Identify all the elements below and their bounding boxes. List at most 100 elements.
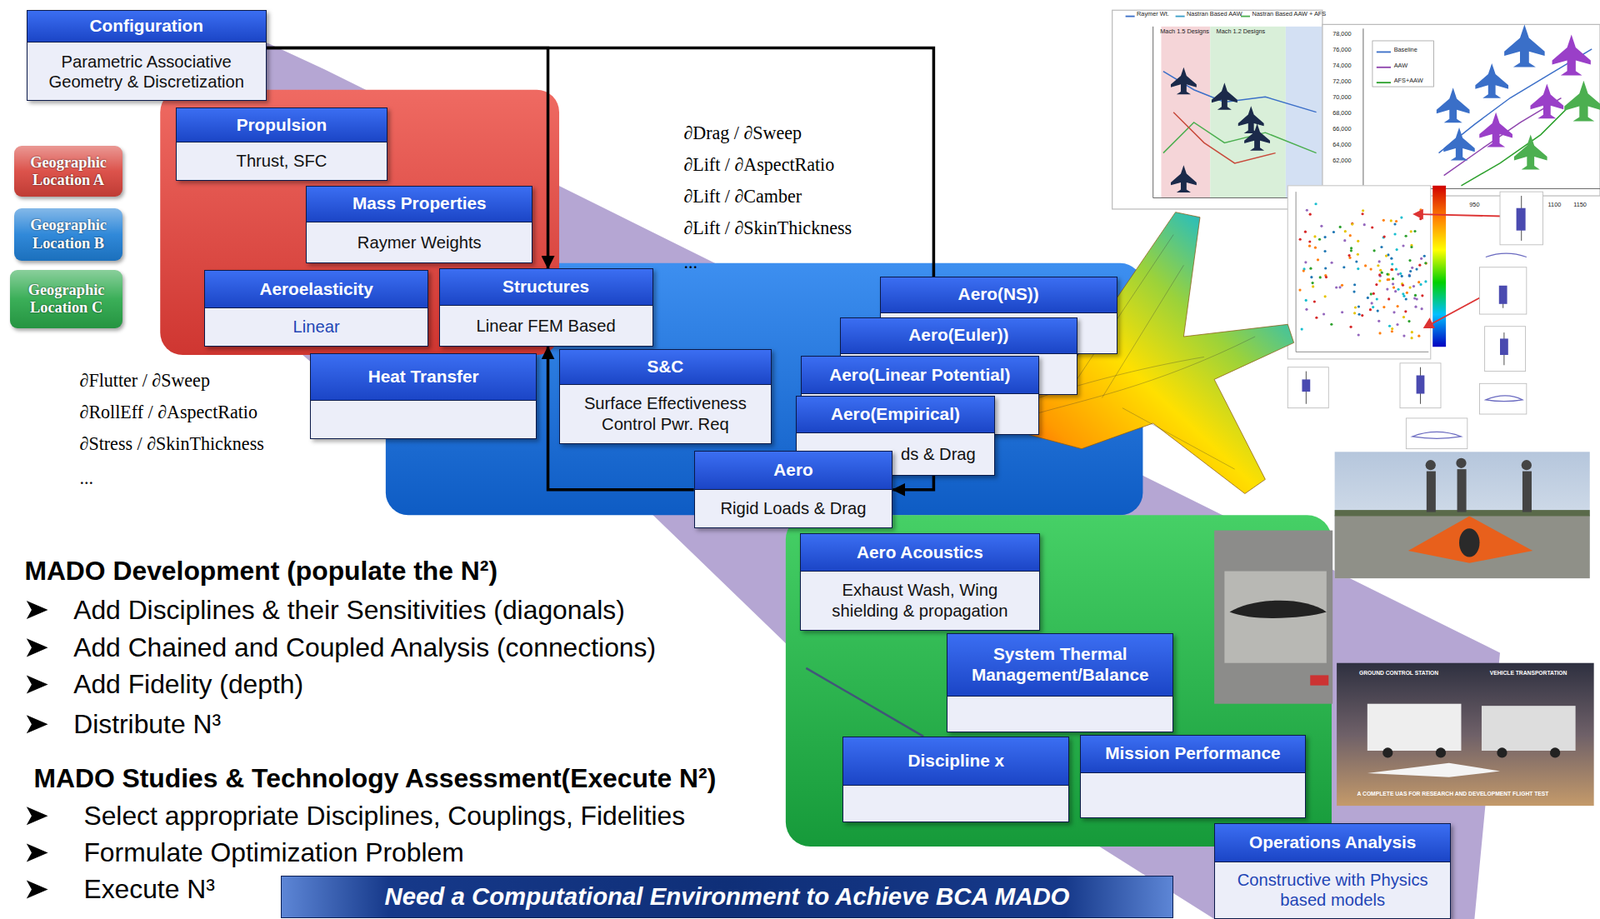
box-body: Linear [204, 308, 429, 348]
weight-chart-part [1210, 26, 1286, 199]
wind-tunnel-photo-part [1310, 675, 1329, 685]
box-body [842, 785, 1070, 823]
box-body: Raymer Weights [305, 222, 533, 264]
scatter-plot-part [1356, 240, 1360, 243]
togw-chart-part-part [1564, 80, 1600, 122]
scatter-plot-part [1400, 275, 1404, 278]
scatter-plot-part [1391, 282, 1395, 285]
box-header: Structures [439, 268, 654, 306]
togw-chart-part [1372, 40, 1434, 87]
ground-station-photo-part-part [1435, 747, 1446, 758]
small-plots-part [1416, 375, 1425, 395]
box-body: Surface Effectiveness Control Pwr. Req [559, 385, 772, 445]
weight-chart-part [1240, 15, 1250, 18]
scatter-plot-part [1390, 268, 1394, 271]
scatter-plot-part [1399, 272, 1402, 275]
scatter-plot-part [1390, 262, 1394, 265]
axis-tick: 70,000 [1332, 94, 1351, 101]
scatter-plot-part [1295, 191, 1429, 352]
scatter-plot-part [1377, 320, 1380, 323]
legend-text: Geographic Location B [19, 216, 118, 252]
scatter-plot-part [1402, 334, 1405, 337]
scatter-plot-part [1356, 267, 1360, 270]
flight-photo-part [1335, 515, 1590, 579]
scatter-plot-part [1353, 283, 1356, 286]
box-header: Aero Acoustics [800, 533, 1040, 571]
scatter-plot-part [1302, 269, 1305, 272]
weight-chart-part [1160, 26, 1210, 199]
sensitivity-label: ∂Lift / ∂Camber [683, 185, 802, 207]
box-text: Parametric Associative Geometry & Discre… [34, 51, 260, 92]
chart-legend: Baseline [1394, 46, 1418, 54]
scatter-plot-part [1387, 278, 1390, 281]
scatter-plot-part [1409, 286, 1412, 290]
scatter-plot-part [1420, 257, 1423, 260]
scatter-plot-part [1349, 234, 1352, 237]
sensitivity-label: ∂Lift / ∂AspectRatio [683, 154, 835, 175]
bullet-arrows-part [26, 675, 49, 694]
togw-chart-part [1436, 24, 1545, 160]
process-box: AeroelasticityLinear [204, 270, 429, 347]
box-text: Rigid Loads & Drag [720, 498, 866, 519]
scatter-plot-part [1410, 330, 1414, 334]
box-body: Rigid Loads & Drag [694, 490, 894, 530]
pointer-arrows-part [1424, 319, 1434, 328]
scatter-plot-part [1360, 314, 1364, 317]
scatter-plot-part [1410, 245, 1413, 249]
scatter-plot-part [1350, 222, 1354, 225]
scatter-plot-part [1410, 336, 1414, 340]
scatter-plot-part [1378, 331, 1381, 335]
scatter-plot-part [1322, 312, 1325, 315]
scatter-plot-part [1371, 305, 1375, 309]
weight-chart-part-part [1244, 123, 1270, 151]
scatter-plot-part [1314, 202, 1317, 205]
scatter-plot-part [1310, 275, 1313, 279]
ground-station-photo-part [1382, 747, 1560, 758]
scatter-plot-part [1420, 294, 1424, 297]
box-body [1080, 773, 1307, 819]
process-box: System Thermal Management/Balance [946, 633, 1174, 733]
scatter-plot-part [1379, 269, 1382, 272]
flight-photo-part [1335, 451, 1590, 579]
box-body: Thrust, SFC [175, 142, 389, 180]
flight-photo-part [1459, 528, 1480, 557]
scatter-plot-part [1424, 280, 1427, 283]
box-title: Configuration [90, 15, 204, 37]
scatter-plot-part [1298, 288, 1301, 291]
scatter-plot-part [1423, 255, 1426, 258]
legend-text: Geographic Location A [19, 154, 118, 190]
flight-photo [1335, 451, 1590, 579]
scatter-plot-part [1376, 309, 1380, 312]
scatter-plot-part [1380, 245, 1383, 249]
scatter-plot-part [1369, 308, 1372, 311]
box-header: Mission Performance [1080, 735, 1307, 775]
togw-chart-part-part [1443, 127, 1475, 161]
scatter-plot-part [1323, 250, 1326, 253]
box-title: Mass Properties [352, 193, 487, 215]
box-text: Surface Effectiveness Control Pwr. Req [566, 393, 765, 434]
flight-photo-part-part [1522, 471, 1532, 513]
axis-tick: 74,000 [1332, 62, 1351, 70]
scatter-plot-part [1414, 294, 1417, 297]
scatter-plot-part [1370, 225, 1374, 229]
flight-photo-part-part [1455, 458, 1466, 469]
wind-tunnel-photo-part [1214, 530, 1333, 705]
scatter-plot-part [1390, 257, 1393, 260]
scatter-plot-part [1405, 297, 1408, 300]
scatter-plot-part [1402, 315, 1405, 319]
scatter-plot-part [1300, 328, 1304, 331]
scatter-plot-part [1304, 260, 1307, 264]
weight-chart [1112, 10, 1323, 210]
scatter-plot-part [1401, 292, 1405, 295]
scatter-plot-part [1299, 238, 1302, 241]
small-plots-part [1301, 379, 1310, 392]
box-title: Need a Computational Environment to Achi… [384, 882, 1070, 911]
box-title: Aero(Empirical) [830, 404, 960, 425]
box-body: Linear FEM Based [439, 305, 654, 347]
axis-tick: 68,000 [1332, 110, 1351, 117]
box-header: Mass Properties [305, 185, 533, 223]
chart-legend: AFS+AAW [1394, 77, 1424, 85]
photo-caption: GROUND CONTROL STATION [1359, 670, 1439, 677]
scatter-plot-part [1417, 335, 1420, 338]
scatter-plot-part [1352, 290, 1355, 293]
